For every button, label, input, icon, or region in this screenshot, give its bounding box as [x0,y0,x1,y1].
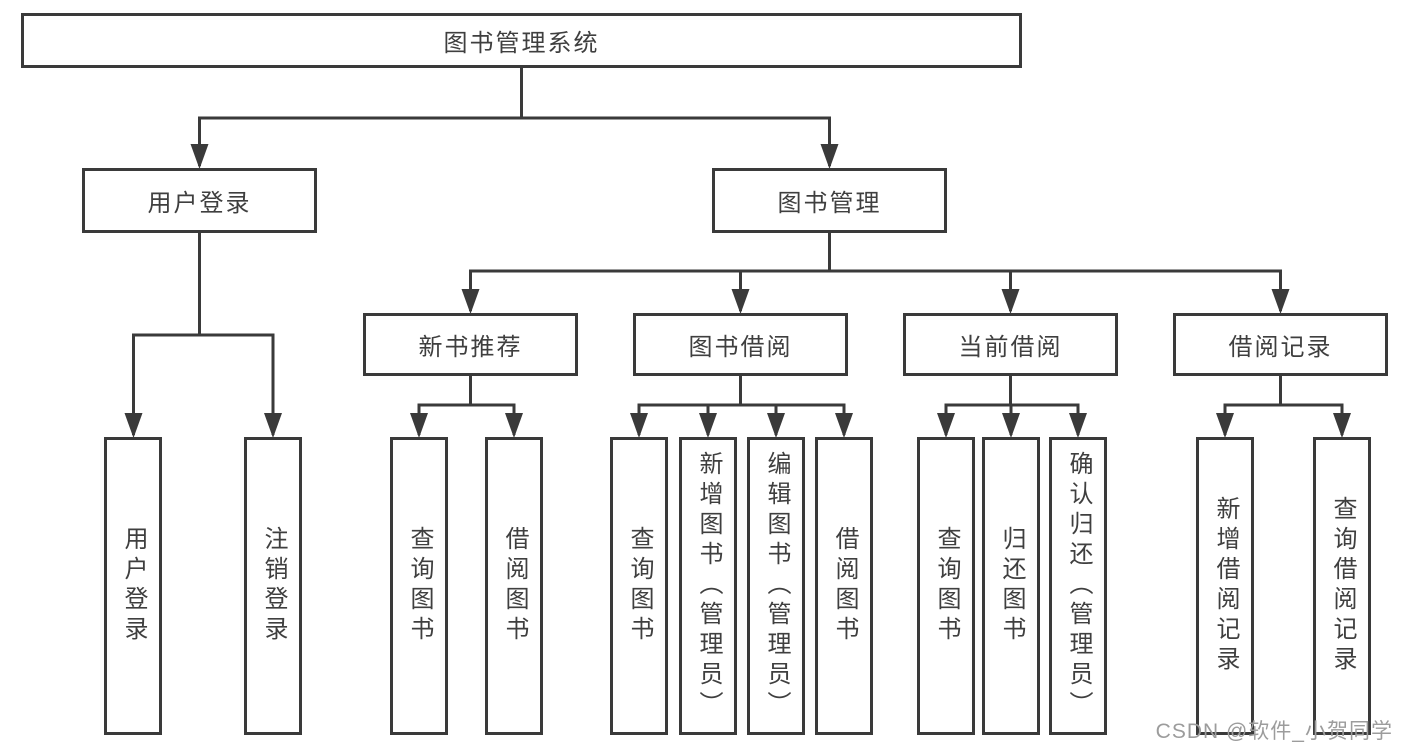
node-borrow-records-label: 借阅记录 [1228,334,1333,361]
leaf-edit-book-admin: 编辑图书（管理员） [747,437,805,735]
node-user-login: 用户登录 [82,168,317,233]
leaf-logout: 注销登录 [244,437,302,735]
node-new-book-recommend-label: 新书推荐 [418,334,523,361]
node-book-borrow: 图书借阅 [633,313,848,376]
leaf-query-books-borrow-label: 查询图书 [626,526,653,646]
node-user-login-label: 用户登录 [147,190,252,217]
node-current-borrow: 当前借阅 [903,313,1118,376]
leaf-borrow-books: 借阅图书 [815,437,873,735]
node-book-management-label: 图书管理 [777,190,882,217]
leaf-return-books: 归还图书 [982,437,1040,735]
node-current-borrow-label: 当前借阅 [958,334,1063,361]
leaf-confirm-return-admin-label: 确认归还（管理员） [1065,451,1092,721]
leaf-return-books-label: 归还图书 [998,526,1025,646]
node-new-book-recommend: 新书推荐 [363,313,578,376]
leaf-query-books-borrow: 查询图书 [610,437,668,735]
node-book-management: 图书管理 [712,168,947,233]
leaf-query-books-recommend-label: 查询图书 [406,526,433,646]
leaf-add-borrow-record: 新增借阅记录 [1196,437,1254,735]
leaf-user-login: 用户登录 [104,437,162,735]
leaf-query-borrow-record-label: 查询借阅记录 [1329,496,1356,676]
leaf-edit-book-admin-label: 编辑图书（管理员） [763,451,790,721]
leaf-query-books-recommend: 查询图书 [390,437,448,735]
leaf-query-books-current-label: 查询图书 [933,526,960,646]
leaf-add-book-admin: 新增图书（管理员） [679,437,737,735]
leaf-borrow-books-recommend: 借阅图书 [485,437,543,735]
leaf-add-book-admin-label: 新增图书（管理员） [695,451,722,721]
leaf-borrow-books-label: 借阅图书 [831,526,858,646]
leaf-user-login-label: 用户登录 [120,526,147,646]
node-borrow-records: 借阅记录 [1173,313,1388,376]
leaf-add-borrow-record-label: 新增借阅记录 [1212,496,1239,676]
node-root-label: 图书管理系统 [443,30,600,57]
leaf-logout-label: 注销登录 [260,526,287,646]
watermark: CSDN @软件_小贺同学 [1155,720,1393,743]
node-book-borrow-label: 图书借阅 [688,334,793,361]
node-root: 图书管理系统 [21,13,1022,68]
leaf-query-borrow-record: 查询借阅记录 [1313,437,1371,735]
leaf-query-books-current: 查询图书 [917,437,975,735]
leaf-borrow-books-recommend-label: 借阅图书 [501,526,528,646]
leaf-confirm-return-admin: 确认归还（管理员） [1049,437,1107,735]
